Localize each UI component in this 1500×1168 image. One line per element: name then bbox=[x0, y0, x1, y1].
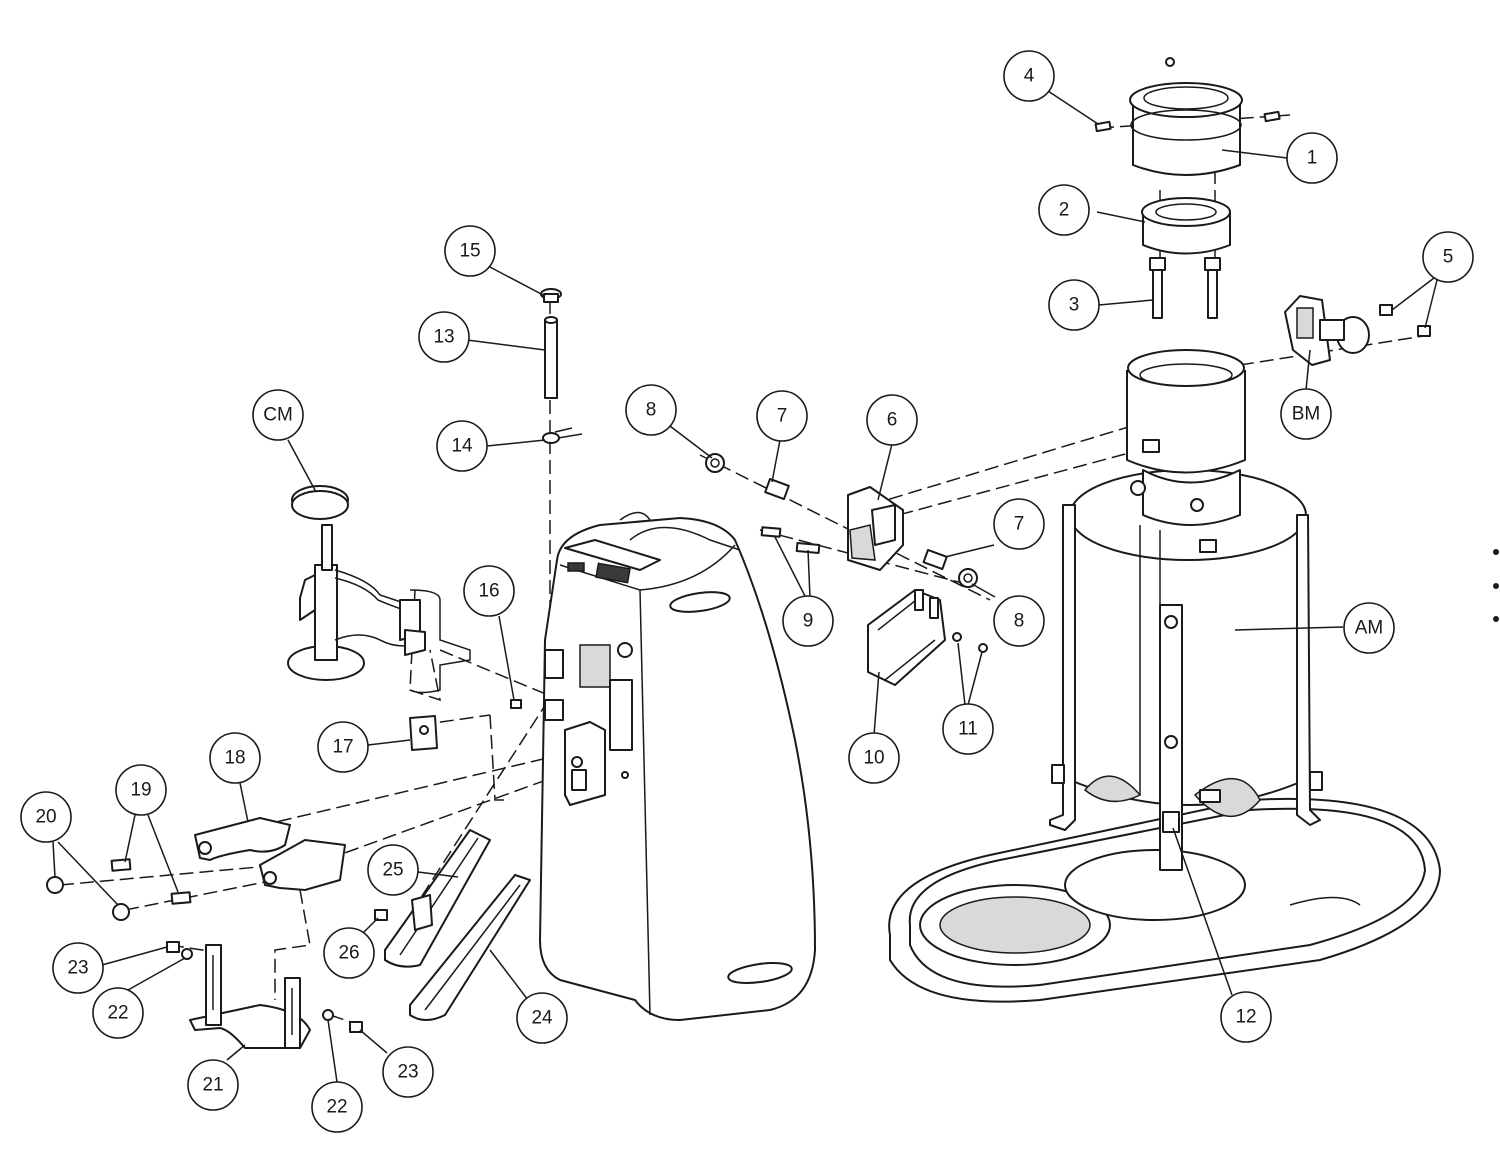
callout-8-lower: 8 bbox=[993, 595, 1045, 647]
svg-text:10: 10 bbox=[863, 748, 884, 769]
callout-9: 9 bbox=[782, 595, 834, 647]
callout-3: 3 bbox=[1048, 279, 1100, 331]
part-am-motor-housing bbox=[888, 349, 1441, 1003]
svg-text:17: 17 bbox=[332, 737, 353, 758]
callout-7-upper: 7 bbox=[756, 390, 808, 442]
callout-cm: CM bbox=[252, 389, 304, 441]
svg-text:3: 3 bbox=[1069, 295, 1080, 316]
part-1-hopper-cap bbox=[1094, 57, 1281, 176]
svg-text:22: 22 bbox=[326, 1097, 347, 1118]
part-16-small-screw bbox=[510, 699, 522, 709]
svg-text:4: 4 bbox=[1024, 66, 1035, 87]
svg-text:20: 20 bbox=[35, 807, 56, 828]
svg-text:7: 7 bbox=[777, 406, 788, 427]
part-22-nuts bbox=[181, 948, 334, 1021]
callout-22-left: 22 bbox=[92, 987, 144, 1039]
svg-text:15: 15 bbox=[459, 241, 480, 262]
callout-18: 18 bbox=[209, 732, 261, 784]
svg-text:12: 12 bbox=[1235, 1007, 1256, 1028]
callout-11: 11 bbox=[942, 703, 994, 755]
callout-2: 2 bbox=[1038, 184, 1090, 236]
callout-20: 20 bbox=[20, 791, 72, 843]
callout-21: 21 bbox=[187, 1059, 239, 1111]
callout-7-lower: 7 bbox=[993, 498, 1045, 550]
svg-text:8: 8 bbox=[1014, 611, 1025, 632]
part-9-screws bbox=[760, 526, 821, 554]
svg-text:16: 16 bbox=[478, 581, 499, 602]
svg-text:14: 14 bbox=[451, 436, 473, 457]
callout-1: 1 bbox=[1286, 132, 1338, 184]
callout-23-left: 23 bbox=[52, 942, 104, 994]
callout-19: 19 bbox=[115, 764, 167, 816]
callout-8-upper: 8 bbox=[625, 384, 677, 436]
callout-17: 17 bbox=[317, 721, 369, 773]
callout-22-right: 22 bbox=[311, 1081, 363, 1133]
part-21-bracket bbox=[189, 944, 311, 1049]
callout-4: 4 bbox=[1003, 50, 1055, 102]
part-8-nuts bbox=[705, 453, 978, 588]
svg-text:8: 8 bbox=[646, 400, 657, 421]
svg-text:BM: BM bbox=[1292, 404, 1321, 425]
part-20-caps bbox=[46, 876, 130, 921]
callout-14: 14 bbox=[436, 420, 488, 472]
part-24-rail bbox=[409, 874, 531, 1021]
callout-6: 6 bbox=[866, 394, 918, 446]
callout-am: AM bbox=[1343, 602, 1395, 654]
callout-5: 5 bbox=[1422, 231, 1474, 283]
part-cm-stand bbox=[287, 485, 471, 694]
edge-dots bbox=[1493, 549, 1499, 622]
part-6-bracket-block bbox=[847, 486, 904, 571]
leader-lines bbox=[52, 90, 1438, 1083]
svg-text:AM: AM bbox=[1355, 618, 1384, 639]
callout-25: 25 bbox=[367, 844, 419, 896]
part-3-screws bbox=[1149, 257, 1221, 319]
part-18-clamp bbox=[194, 817, 346, 891]
part-7-spacers bbox=[764, 478, 948, 571]
svg-text:23: 23 bbox=[67, 958, 88, 979]
callout-23-right: 23 bbox=[382, 1046, 434, 1098]
part-10-channel bbox=[867, 589, 946, 686]
callout-12: 12 bbox=[1220, 991, 1272, 1043]
part-11-small-screws bbox=[952, 632, 988, 653]
callout-10: 10 bbox=[848, 732, 900, 784]
svg-text:23: 23 bbox=[397, 1062, 418, 1083]
part-17-plate bbox=[409, 715, 438, 751]
svg-text:11: 11 bbox=[958, 719, 978, 740]
callout-26: 26 bbox=[323, 927, 375, 979]
part-13-pin bbox=[544, 316, 558, 399]
svg-text:7: 7 bbox=[1014, 514, 1025, 535]
part-25-rail bbox=[384, 829, 491, 968]
svg-text:25: 25 bbox=[382, 860, 403, 881]
svg-text:19: 19 bbox=[130, 780, 151, 801]
callout-bm: BM bbox=[1280, 388, 1332, 440]
svg-text:26: 26 bbox=[338, 943, 359, 964]
svg-text:13: 13 bbox=[433, 327, 454, 348]
svg-text:18: 18 bbox=[224, 748, 245, 769]
part-14-clip bbox=[542, 427, 583, 444]
part-bm-bracket-knob bbox=[1284, 295, 1431, 366]
svg-text:5: 5 bbox=[1443, 247, 1454, 268]
callout-15: 15 bbox=[444, 225, 496, 277]
svg-text:2: 2 bbox=[1059, 200, 1070, 221]
svg-text:CM: CM bbox=[263, 405, 293, 426]
part-19-screws bbox=[110, 858, 192, 905]
callout-16: 16 bbox=[463, 565, 515, 617]
part-26-screw bbox=[374, 894, 433, 931]
svg-text:22: 22 bbox=[107, 1003, 128, 1024]
callout-24: 24 bbox=[516, 992, 568, 1044]
front-cover-body bbox=[539, 511, 816, 1021]
callout-13: 13 bbox=[418, 311, 470, 363]
svg-text:21: 21 bbox=[202, 1075, 223, 1096]
svg-text:9: 9 bbox=[803, 611, 814, 632]
svg-text:1: 1 bbox=[1307, 148, 1318, 169]
svg-text:24: 24 bbox=[531, 1008, 553, 1029]
part-2-adapter-ring bbox=[1141, 197, 1231, 255]
svg-text:6: 6 bbox=[887, 410, 898, 431]
